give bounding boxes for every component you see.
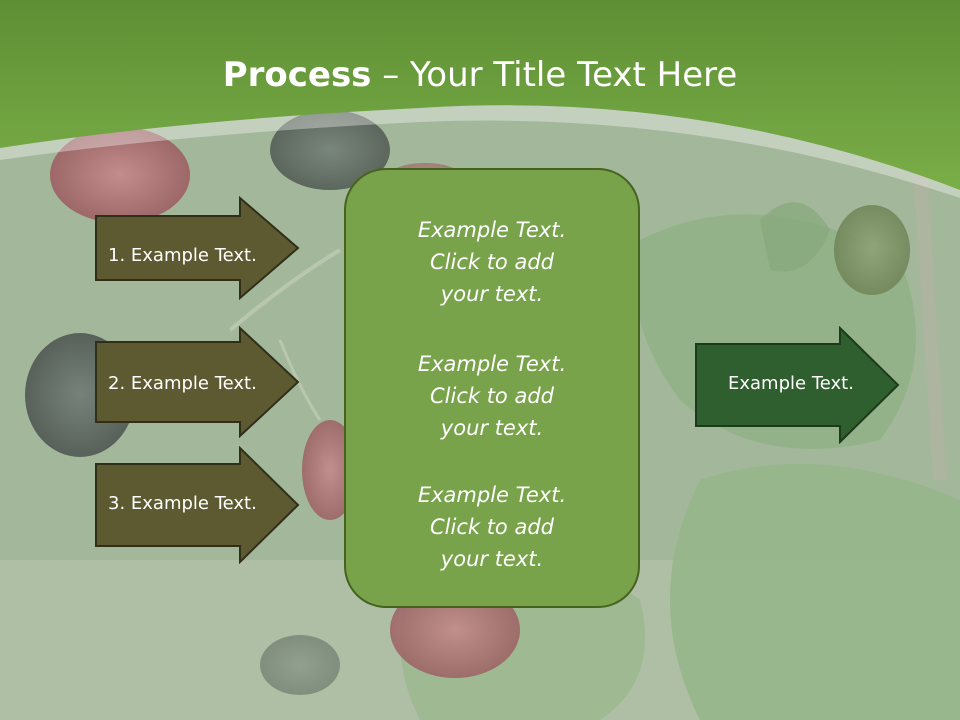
- center-paragraph-1: Example Text. Click to add your text.: [346, 214, 638, 310]
- left-arrow-3: 3. Example Text.: [94, 446, 300, 564]
- paragraph-line: your text.: [440, 547, 544, 571]
- paragraph-line: Example Text.: [417, 352, 567, 376]
- paragraph-line: your text.: [440, 282, 544, 306]
- arrow-shape: [695, 326, 900, 444]
- left-arrow-1: 1. Example Text.: [94, 196, 300, 300]
- right-arrow: Example Text.: [694, 326, 900, 444]
- slide-title: Process – Your Title Text Here: [0, 52, 960, 98]
- paragraph-line: Click to add: [429, 515, 554, 539]
- left-arrow-label: 2. Example Text.: [108, 373, 257, 394]
- arrow-shape: [95, 446, 300, 564]
- paragraph-line: Click to add: [429, 250, 554, 274]
- paragraph-line: Example Text.: [417, 218, 567, 242]
- left-arrow-label: 3. Example Text.: [108, 493, 257, 514]
- arrow-shape: [95, 196, 300, 300]
- left-arrow-label: 1. Example Text.: [108, 245, 257, 266]
- center-paragraph-2: Example Text. Click to add your text.: [346, 348, 638, 444]
- paragraph-line: your text.: [440, 416, 544, 440]
- center-paragraph-3: Example Text. Click to add your text.: [346, 479, 638, 575]
- center-text-box[interactable]: Example Text. Click to add your text. Ex…: [344, 168, 640, 608]
- paragraph-line: Click to add: [429, 384, 554, 408]
- arrow-shape: [95, 326, 300, 438]
- title-rest: – Your Title Text Here: [371, 55, 738, 95]
- paragraph-line: Example Text.: [417, 483, 567, 507]
- right-arrow-label: Example Text.: [728, 373, 854, 394]
- title-bold: Process: [222, 55, 372, 95]
- left-arrow-2: 2. Example Text.: [94, 326, 300, 438]
